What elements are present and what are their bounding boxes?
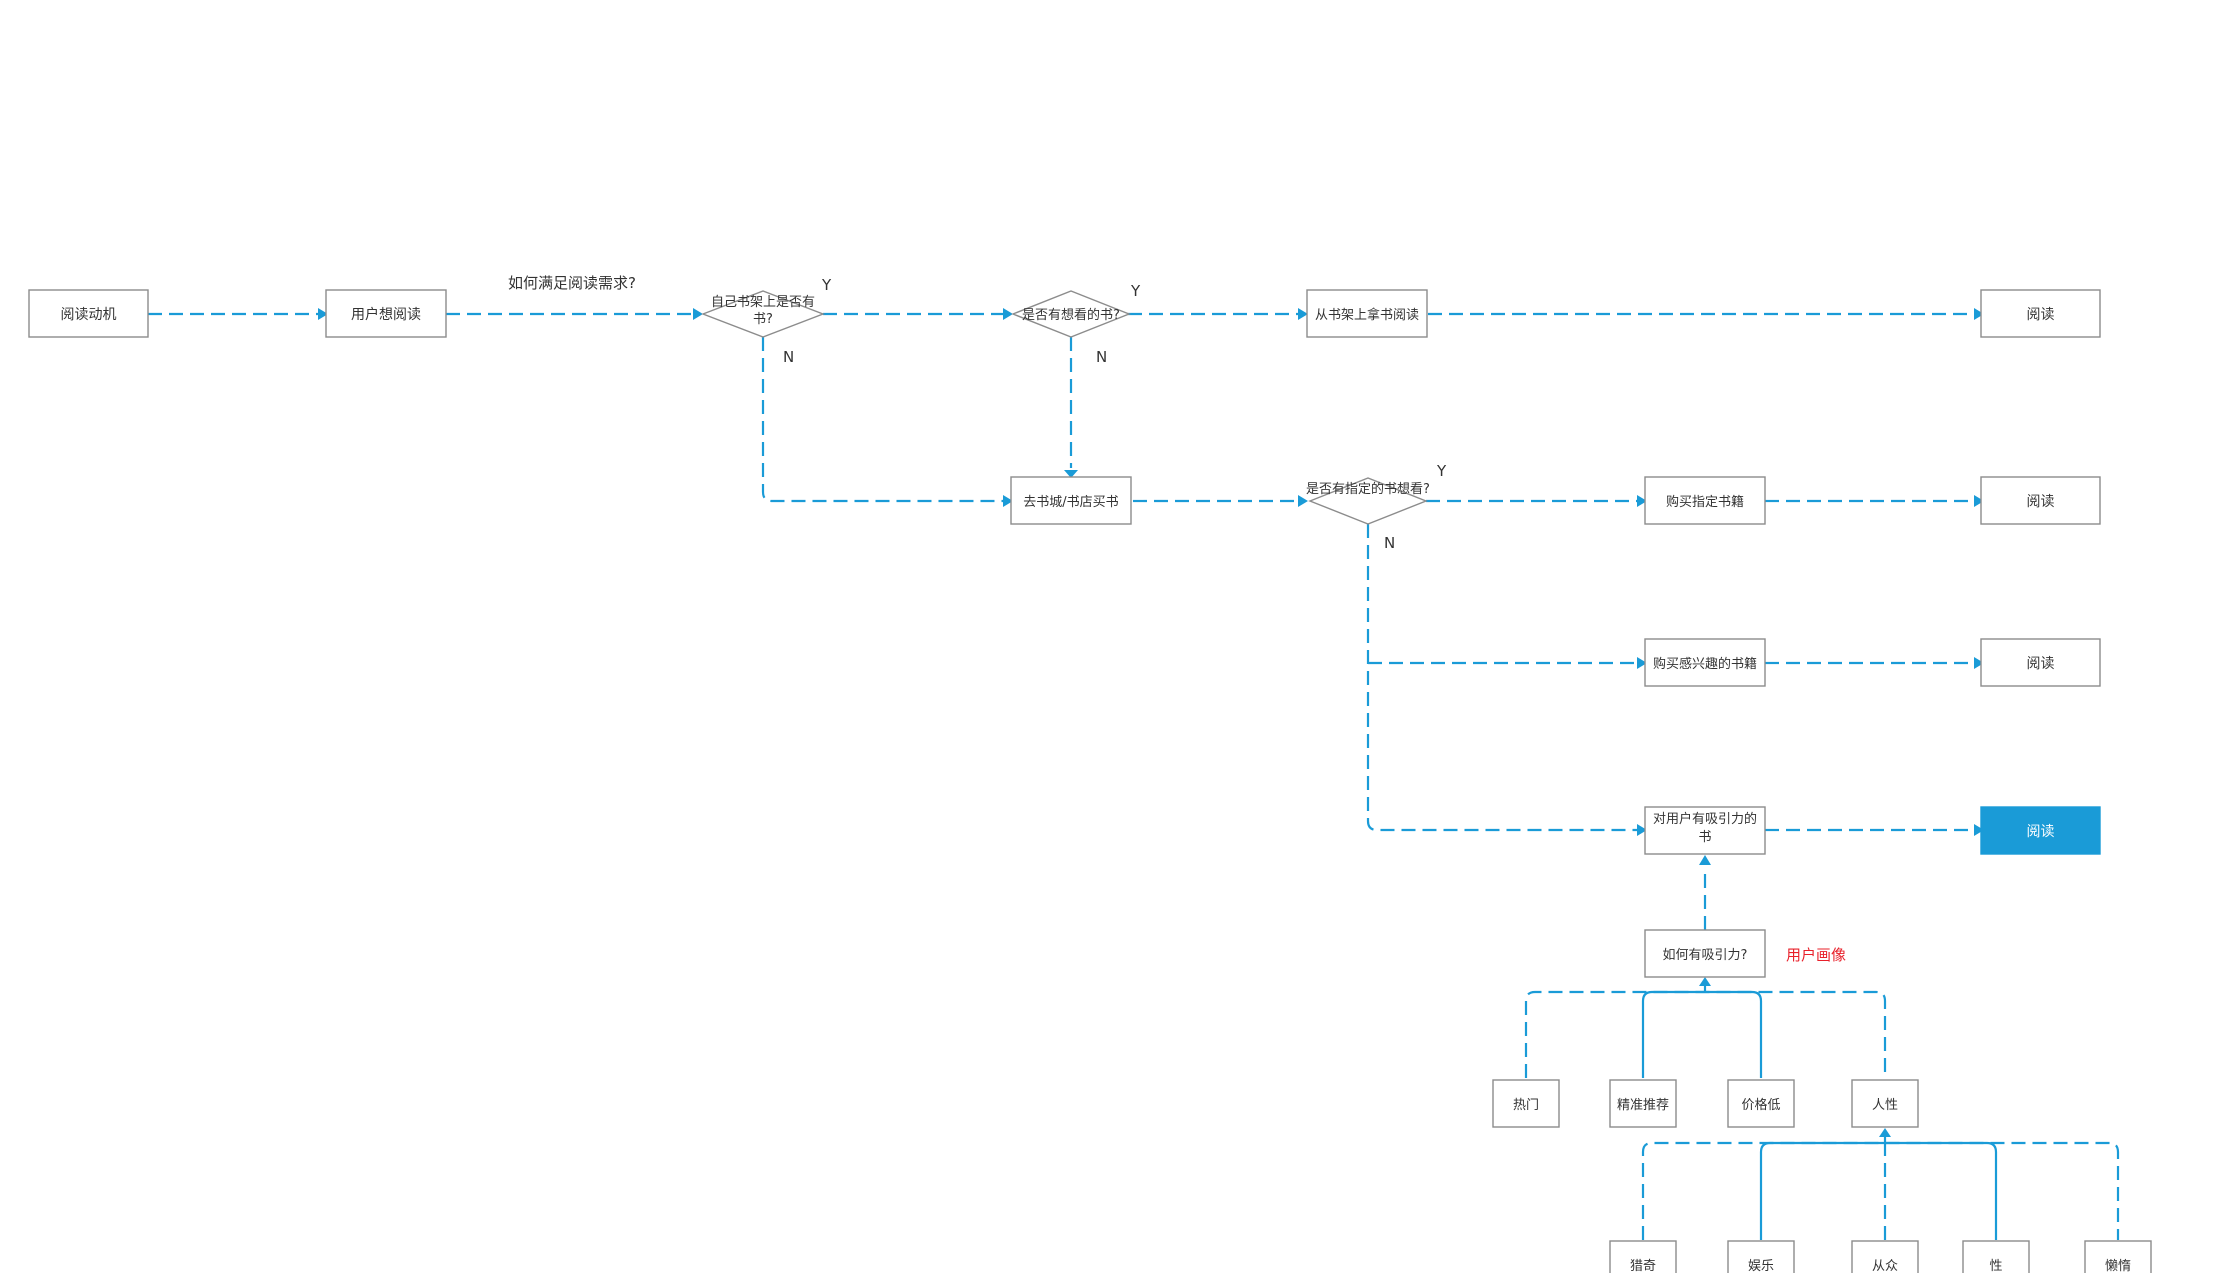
node-laziness[interactable]: 懒惰: [2084, 1240, 2152, 1273]
node-how-attractive[interactable]: 如何有吸引力?: [1644, 929, 1766, 978]
node-read-4-highlighted[interactable]: 阅读: [1980, 806, 2101, 855]
annotation-how-to-satisfy: 如何满足阅读需求?: [508, 274, 636, 292]
decision-specific-book[interactable]: 是否有指定的书想看?: [1300, 477, 1436, 525]
node-label: 去书城/书店买书: [1023, 495, 1118, 510]
node-label: 购买指定书籍: [1666, 494, 1744, 510]
arrowhead: [1637, 657, 1647, 669]
node-low-price[interactable]: 价格低: [1727, 1079, 1795, 1128]
edge-nature-bus: [1641, 1141, 2120, 1240]
node-precise-recommend[interactable]: 精准推荐: [1609, 1079, 1677, 1128]
edge-shelf-no-to-go-store: [761, 337, 1003, 503]
node-sex[interactable]: 性: [1962, 1240, 2030, 1273]
edge-factors-bus: [1524, 990, 1887, 1078]
node-buy-interest[interactable]: 购买感兴趣的书籍: [1644, 638, 1766, 687]
node-label: 阅读: [2027, 823, 2055, 840]
node-label: 猎奇: [1630, 1258, 1656, 1273]
node-label: 阅读: [2027, 306, 2055, 323]
branch-label-no: N: [1384, 534, 1395, 552]
branch-label-yes: Y: [1436, 462, 1447, 480]
node-label: 用户想阅读: [351, 306, 421, 323]
arrowhead: [1003, 308, 1013, 320]
node-label: 懒惰: [2105, 1259, 2131, 1273]
node-user-wants-read[interactable]: 用户想阅读: [325, 289, 447, 338]
decision-label: 是否有指定的书想看?: [1306, 482, 1430, 497]
arrowhead: [1637, 824, 1647, 836]
node-label: 阅读: [2027, 655, 2055, 672]
node-buy-specific[interactable]: 购买指定书籍: [1644, 476, 1766, 525]
edge-factors-inner: [1641, 990, 1763, 1078]
node-label: 娱乐: [1748, 1259, 1774, 1273]
arrowhead: [1699, 977, 1711, 986]
arrowhead: [1637, 495, 1647, 507]
arrowhead: [1879, 1128, 1891, 1137]
node-label: 阅读动机: [61, 306, 117, 323]
node-label: 购买感兴趣的书籍: [1653, 656, 1757, 672]
arrowhead: [1064, 470, 1078, 478]
node-read-2[interactable]: 阅读: [1980, 476, 2101, 525]
arrowhead: [1974, 308, 1984, 320]
arrowhead: [318, 308, 328, 320]
branch-label-yes: Y: [1130, 282, 1141, 300]
edge-nature-inner: [1759, 1141, 1998, 1240]
node-read-1[interactable]: 阅读: [1980, 289, 2101, 338]
annotation-user-persona: 用户画像: [1786, 946, 1846, 964]
arrowhead: [693, 308, 703, 320]
node-entertainment[interactable]: 娱乐: [1727, 1240, 1795, 1273]
edge-specific-no-trunk: [1366, 524, 1637, 832]
node-curiosity[interactable]: 猎奇: [1609, 1240, 1677, 1273]
node-reading-motivation[interactable]: 阅读动机: [28, 289, 149, 338]
arrowhead: [1298, 308, 1308, 320]
arrowhead: [1003, 495, 1013, 507]
arrowhead: [1974, 657, 1984, 669]
node-go-store[interactable]: 去书城/书店买书: [1010, 476, 1132, 525]
node-label: 从众: [1872, 1259, 1898, 1273]
arrowhead: [1699, 855, 1711, 865]
node-attractive-book[interactable]: 对用户有吸引力的书: [1644, 806, 1766, 855]
branch-label-no: N: [1096, 348, 1107, 366]
decision-own-shelf[interactable]: 自己书架上是否有书?: [701, 290, 825, 338]
arrowhead: [1298, 495, 1308, 507]
node-label: 对用户有吸引力的书: [1652, 812, 1757, 845]
node-read-3[interactable]: 阅读: [1980, 638, 2101, 687]
node-label: 如何有吸引力?: [1663, 947, 1748, 963]
node-label: 从书架上拿书阅读: [1315, 307, 1419, 323]
branch-label-no: N: [783, 348, 794, 366]
node-label: 性: [1989, 1259, 2002, 1273]
node-label: 阅读: [2027, 493, 2055, 510]
node-take-from-shelf[interactable]: 从书架上拿书阅读: [1306, 289, 1428, 338]
arrowhead: [1974, 824, 1984, 836]
node-label: 价格低: [1741, 1097, 1780, 1113]
node-label: 人性: [1872, 1098, 1898, 1113]
node-hot[interactable]: 热门: [1492, 1079, 1560, 1128]
connectors: [148, 308, 2120, 1240]
decision-want-book[interactable]: 是否有想看的书?: [1011, 290, 1131, 338]
node-human-nature[interactable]: 人性: [1851, 1079, 1919, 1128]
node-label: 热门: [1513, 1098, 1539, 1113]
decision-label: 自己书架上是否有书?: [710, 295, 815, 327]
branch-label-yes: Y: [821, 276, 832, 294]
node-conformity[interactable]: 从众: [1851, 1240, 1919, 1273]
decision-label: 是否有想看的书?: [1022, 307, 1120, 323]
node-label: 精准推荐: [1617, 1098, 1669, 1113]
arrowhead: [1974, 495, 1984, 507]
